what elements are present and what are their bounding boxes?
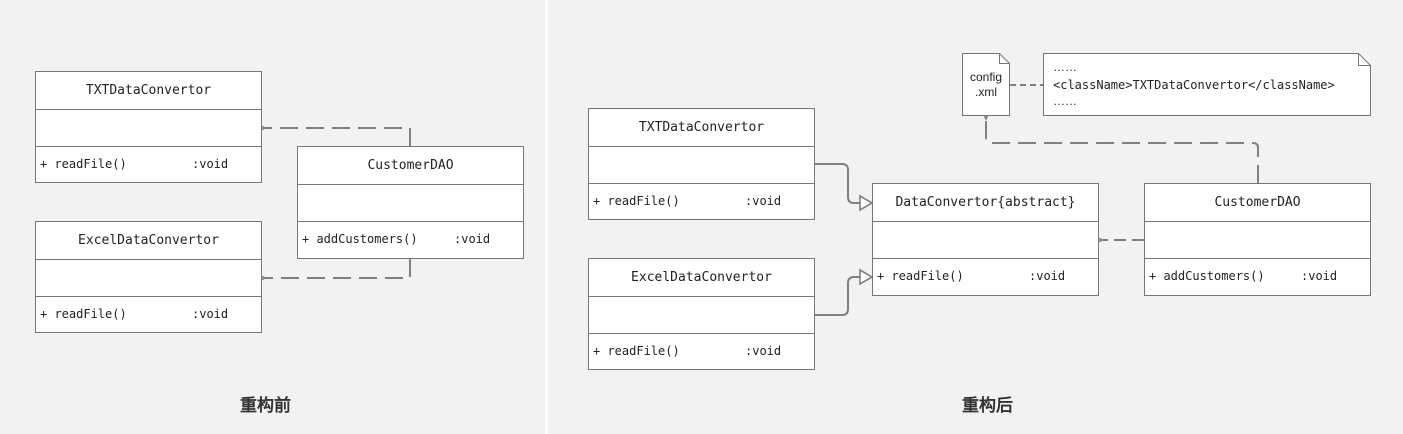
operation-return-type: :void — [192, 157, 229, 171]
generalization-excel-to-abstract — [815, 276, 860, 316]
class-operation: + readFile() :void — [873, 259, 1098, 294]
operation-signature: + readFile() — [877, 269, 964, 283]
class-name: TXTDataConvertor — [36, 72, 261, 110]
operation-return-type: :void — [454, 232, 491, 246]
class-operation: + addCustomers() :void — [1145, 259, 1370, 294]
caption-before: 重构前 — [240, 396, 291, 416]
note-ellipsis-bottom: …… — [1053, 94, 1077, 108]
config-file-name-line1: config — [969, 70, 1003, 84]
operation-return-type: :void — [192, 307, 229, 321]
class-operation: + readFile() :void — [589, 334, 814, 369]
class-attributes — [873, 222, 1098, 259]
class-attributes — [298, 185, 523, 222]
file-icon — [962, 53, 1010, 116]
xml-config-note: …… <className>TXTDataConvertor</classNam… — [1043, 53, 1371, 116]
class-name: ExcelDataConvertor — [36, 222, 261, 260]
generalization-txt-to-abstract — [815, 163, 860, 204]
class-customer-dao-after: CustomerDAO + addCustomers() :void — [1144, 183, 1371, 296]
class-attributes — [589, 147, 814, 184]
generalization-triangle-excel — [859, 268, 874, 286]
class-attributes — [36, 110, 261, 147]
dependency-dao-to-excel — [265, 259, 411, 278]
class-name: DataConvertor{abstract} — [873, 184, 1098, 222]
class-name: CustomerDAO — [1145, 184, 1370, 222]
operation-signature: + readFile() — [593, 194, 680, 208]
class-txt-data-convertor-before: TXTDataConvertor + readFile() :void — [35, 71, 262, 183]
class-operation: + readFile() :void — [589, 184, 814, 219]
operation-signature: + readFile() — [40, 307, 127, 321]
class-name: ExcelDataConvertor — [589, 259, 814, 297]
operation-signature: + addCustomers() — [1149, 269, 1265, 283]
operation-return-type: :void — [1029, 269, 1066, 283]
panel-divider — [545, 0, 548, 434]
caption-after: 重构后 — [962, 396, 1013, 416]
class-excel-data-convertor-after: ExcelDataConvertor + readFile() :void — [588, 258, 815, 370]
class-excel-data-convertor-before: ExcelDataConvertor + readFile() :void — [35, 221, 262, 333]
class-operation: + readFile() :void — [36, 147, 261, 182]
class-name: TXTDataConvertor — [589, 109, 814, 147]
class-operation: + readFile() :void — [36, 297, 261, 332]
generalization-triangle-txt — [859, 194, 874, 212]
dependency-dao-to-txt — [265, 128, 411, 146]
operation-return-type: :void — [745, 344, 782, 358]
class-txt-data-convertor-after: TXTDataConvertor + readFile() :void — [588, 108, 815, 220]
operation-signature: + readFile() — [593, 344, 680, 358]
class-attributes — [36, 260, 261, 297]
operation-signature: + addCustomers() — [302, 232, 418, 246]
note-shape — [1043, 53, 1371, 116]
class-attributes — [1145, 222, 1370, 259]
operation-return-type: :void — [745, 194, 782, 208]
operation-signature: + readFile() — [40, 157, 127, 171]
note-classname-line: <className>TXTDataConvertor</className> — [1053, 78, 1335, 92]
class-data-convertor-abstract: DataConvertor{abstract} + readFile() :vo… — [872, 183, 1099, 296]
config-xml-file: config .xml — [962, 53, 1010, 116]
note-ellipsis-top: …… — [1053, 60, 1077, 74]
config-file-name-line2: .xml — [975, 85, 997, 99]
operation-return-type: :void — [1301, 269, 1338, 283]
class-operation: + addCustomers() :void — [298, 222, 523, 257]
class-attributes — [589, 297, 814, 334]
class-name: CustomerDAO — [298, 147, 523, 185]
dependency-dao-to-config — [986, 119, 1259, 183]
class-customer-dao-before: CustomerDAO + addCustomers() :void — [297, 146, 524, 259]
